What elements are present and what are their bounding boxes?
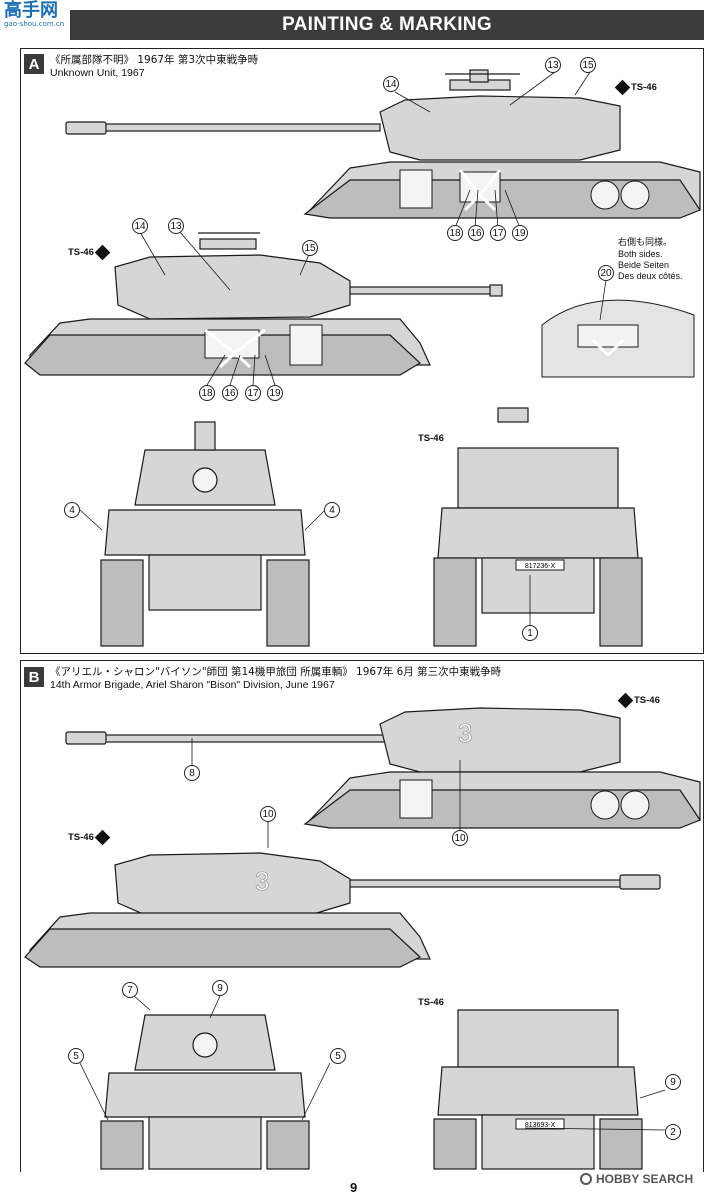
section-b-title-jp: 《アリエル・シャロン"バイソン"師団 第14機甲旅団 所属車輌》 1967年 6… [50,666,502,678]
callout-b-front-5-right: 5 [330,1048,346,1064]
callout-a2-14: 14 [132,218,148,234]
both-sides-de: Beide Seiten [618,260,670,270]
callout-b-rear-9: 9 [665,1074,681,1090]
paint-code-b2: TS-46 [68,829,111,846]
b-rear-plate: 813693-X [525,1122,556,1129]
section-a-title-en: Unknown Unit, 1967 [50,67,145,79]
page-number: 9 [350,1180,358,1195]
tank-b-right-profile: 3 [24,852,661,968]
callout-b-front-5-left: 5 [68,1048,84,1064]
tank-b-left-profile: 3 [65,707,701,829]
callout-a-rear-1: 1 [522,625,538,641]
both-sides-en: Both sides. [618,249,663,259]
paint-code-b1: TS-46 [617,692,660,709]
section-b-title-en: 14th Armor Brigade, Ariel Sharon "Bison"… [50,679,335,691]
tank-a-detail-inset [541,299,695,378]
callout-b1-10: 10 [452,830,468,846]
watermark-icon [580,1173,592,1185]
tank-b-front-view [100,1014,310,1170]
paint-code-a1: TS-46 [614,79,657,96]
callout-a1-16: 16 [468,225,484,241]
both-sides-fr: Des deux côtés. [618,271,683,281]
callout-a2-16: 16 [222,385,238,401]
callout-b-front-7: 7 [122,982,138,998]
site-logo-text: 高手网 [4,0,58,21]
callout-a2-13: 13 [168,218,184,234]
page-title: PAINTING & MARKING [70,10,704,40]
paint-code-b-rear: TS-46 [418,997,444,1008]
tank-a-left-profile [65,69,701,219]
tank-a-front-view [100,421,310,647]
callout-a-detail-20: 20 [598,265,614,281]
callout-a1-17: 17 [490,225,506,241]
callout-a2-15: 15 [302,240,318,256]
section-a-frame [20,48,704,654]
b-turret-number: 3 [458,718,472,748]
paint-code-a2: TS-46 [68,244,111,261]
section-b-frame [20,660,704,1172]
tank-b-rear-view: 813693-X [433,1009,643,1170]
callout-a2-17: 17 [245,385,261,401]
callout-a1-18: 18 [447,225,463,241]
both-sides-note: 右側も同様。 Both sides. Beide Seiten Des deux… [618,238,683,282]
callout-a1-13: 13 [545,57,561,73]
callout-a-front-4-right: 4 [324,502,340,518]
both-sides-jp: 右側も同様。 [618,238,673,248]
callout-a2-18: 18 [199,385,215,401]
site-logo-url: gao-shou.com.cn [4,20,65,28]
callout-b2-10: 10 [260,806,276,822]
paint-code-a-rear: TS-46 [418,433,444,444]
callout-a1-15: 15 [580,57,596,73]
callout-a1-19: 19 [512,225,528,241]
callout-b-rear-2: 2 [665,1124,681,1140]
a-rear-plate: 817236-X [525,563,556,570]
callout-b1-8: 8 [184,765,200,781]
section-a-title-jp: 《所属部隊不明》 1967年 第3次中東戦争時 [50,54,259,66]
section-b-badge: B [24,667,44,687]
callout-a1-14: 14 [383,76,399,92]
b-turret-number-side2: 3 [255,866,269,896]
callout-b-front-9: 9 [212,980,228,996]
tank-a-rear-view: 817236-X [433,407,643,647]
watermark: HOBBY SEARCH [580,1172,693,1186]
section-a-badge: A [24,54,44,74]
callout-a-front-4-left: 4 [64,502,80,518]
site-logo: 高手网 gao-shou.com.cn [4,0,68,29]
callout-a2-19: 19 [267,385,283,401]
